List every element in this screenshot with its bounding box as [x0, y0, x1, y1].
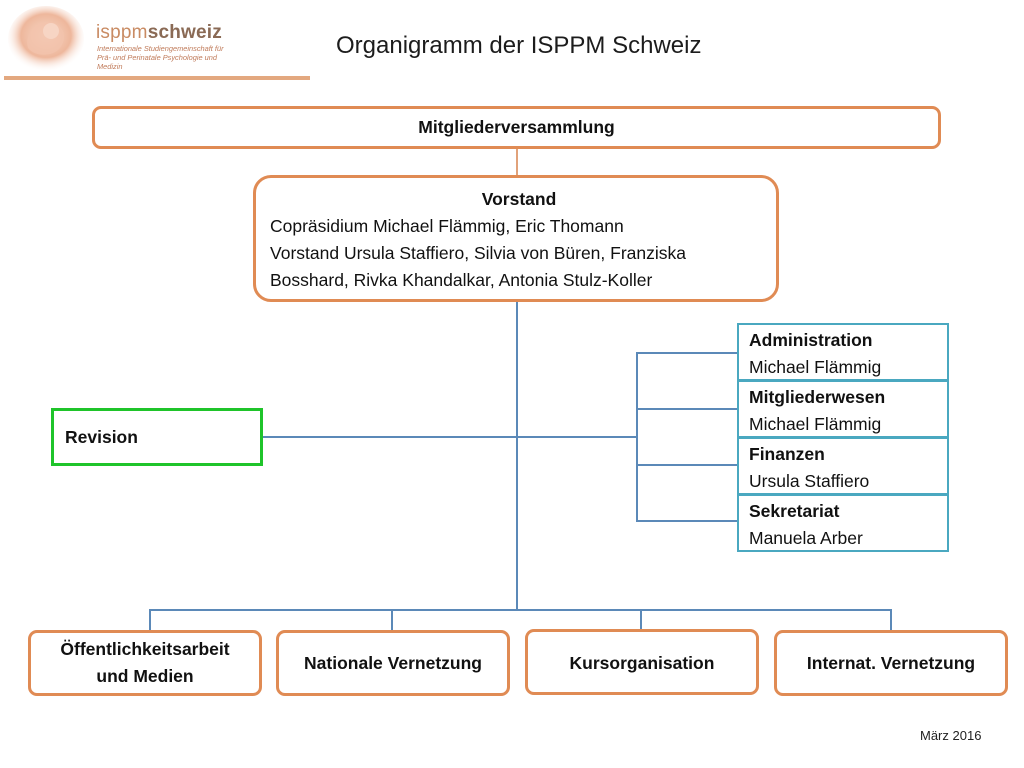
node-administration: Administration Michael Flämmig — [737, 323, 949, 381]
connector-bottom-4 — [890, 609, 892, 630]
node-sekretariat: Sekretariat Manuela Arber — [737, 494, 949, 552]
node-person: Manuela Arber — [749, 528, 863, 548]
node-person: Michael Flämmig — [749, 357, 882, 377]
connector-staff — [516, 436, 637, 438]
connector-main-trunk — [516, 302, 518, 610]
vorstand-title: Vorstand — [481, 189, 557, 209]
node-person: Ursula Staffiero — [749, 471, 870, 491]
footer-date: März 2016 — [920, 728, 982, 743]
connector-staff-bar — [636, 352, 638, 521]
connector-top — [516, 149, 518, 175]
node-vorstand: Vorstand Copräsidium Michael Flämmig, Er… — [253, 175, 779, 302]
connector-bottom-1 — [149, 609, 151, 630]
vorstand-line: Copräsidium Michael Flämmig, Eric Thoman… — [270, 216, 624, 236]
node-internat-vernetzung: Internat. Vernetzung — [774, 630, 1008, 696]
node-label: Kursorganisation — [569, 653, 715, 673]
node-nationale-vernetzung: Nationale Vernetzung — [276, 630, 510, 696]
connector-staff-4 — [636, 520, 737, 522]
logo-tagline: Internationale Studiengemeinschaft für P… — [97, 44, 224, 71]
page-title: Organigramm der ISPPM Schweiz — [336, 32, 702, 59]
connector-staff-3 — [636, 464, 737, 466]
connector-bottom-bar — [149, 609, 891, 611]
connector-staff-2 — [636, 408, 737, 410]
node-label: Mitgliederversammlung — [418, 117, 615, 137]
node-label: Nationale Vernetzung — [304, 652, 482, 673]
node-title: Mitgliederwesen — [749, 387, 886, 407]
node-label: Internat. Vernetzung — [806, 652, 976, 673]
node-oeffentlichkeitsarbeit: Öffentlichkeitsarbeit und Medien — [28, 630, 262, 696]
logo-emblem — [6, 4, 86, 74]
connector-bottom-3 — [640, 609, 642, 629]
node-title: Finanzen — [749, 444, 825, 464]
node-label: und Medien — [96, 666, 194, 686]
vorstand-line: Vorstand Ursula Staffiero, Silvia von Bü… — [270, 243, 686, 263]
connector-bottom-2 — [391, 609, 393, 630]
header-divider — [4, 76, 310, 80]
node-revision: Revision — [51, 408, 263, 466]
logo-wordmark: isppmschweiz — [96, 22, 222, 43]
node-mitgliederversammlung: Mitgliederversammlung — [92, 106, 941, 149]
connector-revision — [263, 436, 516, 438]
node-person: Michael Flämmig — [749, 414, 882, 434]
node-title: Sekretariat — [749, 501, 840, 521]
node-label: Revision — [65, 426, 138, 447]
node-finanzen: Finanzen Ursula Staffiero — [737, 437, 949, 495]
connector-staff-1 — [636, 352, 737, 354]
node-label: Öffentlichkeitsarbeit — [60, 639, 230, 659]
vorstand-line: Bosshard, Rivka Khandalkar, Antonia Stul… — [270, 270, 653, 290]
node-title: Administration — [749, 330, 873, 350]
node-kursorganisation: Kursorganisation — [525, 629, 759, 695]
node-mitgliederwesen: Mitgliederwesen Michael Flämmig — [737, 380, 949, 438]
